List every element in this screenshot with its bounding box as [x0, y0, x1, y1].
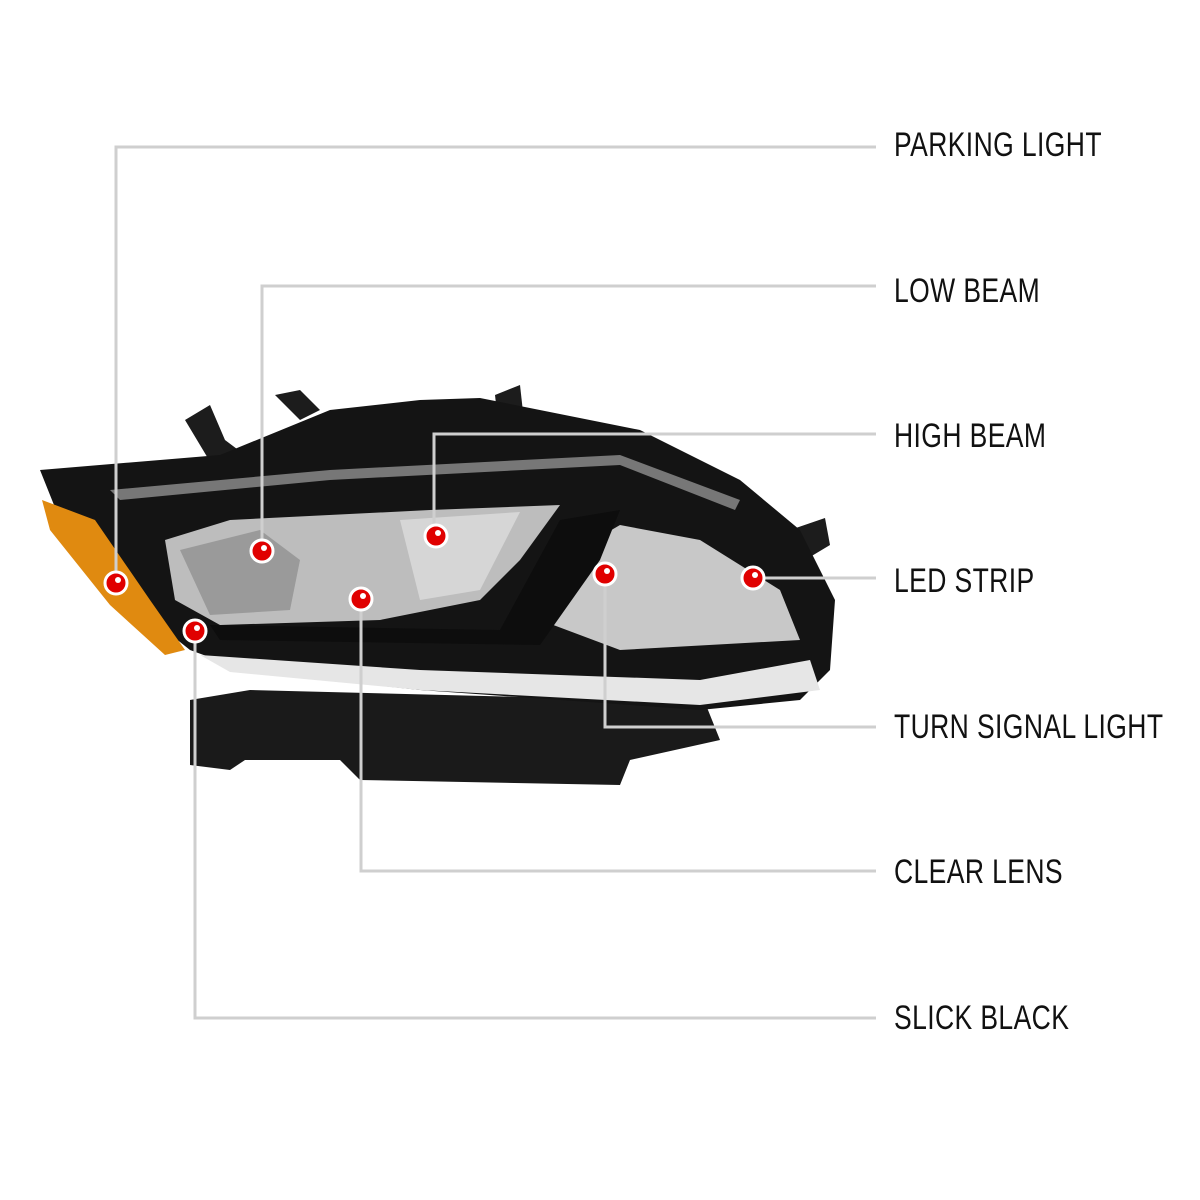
- markers: [103, 523, 766, 644]
- label-slick-black: SLICK BLACK: [894, 999, 1070, 1037]
- marker-dot-icon: [249, 538, 275, 564]
- marker-dot-icon: [182, 618, 208, 644]
- headlight-image: [40, 385, 835, 785]
- callout-line-high-beam: [432, 432, 876, 536]
- label-low-beam: LOW BEAM: [894, 272, 1041, 310]
- callout-lines: [114, 145, 876, 1020]
- marker-dot-icon: [103, 570, 129, 596]
- label-high-beam: HIGH BEAM: [894, 417, 1047, 455]
- label-clear-lens: CLEAR LENS: [894, 853, 1063, 891]
- marker-dot-icon: [423, 523, 449, 549]
- label-parking-light: PARKING LIGHT: [894, 126, 1102, 164]
- callout-line-parking-light: [114, 145, 876, 583]
- label-turn-signal-light: TURN SIGNAL LIGHT: [894, 708, 1164, 746]
- callout-line-clear-lens: [359, 599, 876, 873]
- callout-line-low-beam: [260, 284, 876, 551]
- callout-line-slick-black: [193, 631, 876, 1020]
- label-led-strip: LED STRIP: [894, 562, 1035, 600]
- marker-dot-icon: [348, 586, 374, 612]
- marker-dot-icon: [592, 561, 618, 587]
- marker-dot-icon: [740, 565, 766, 591]
- callout-line-turn-signal: [603, 574, 876, 729]
